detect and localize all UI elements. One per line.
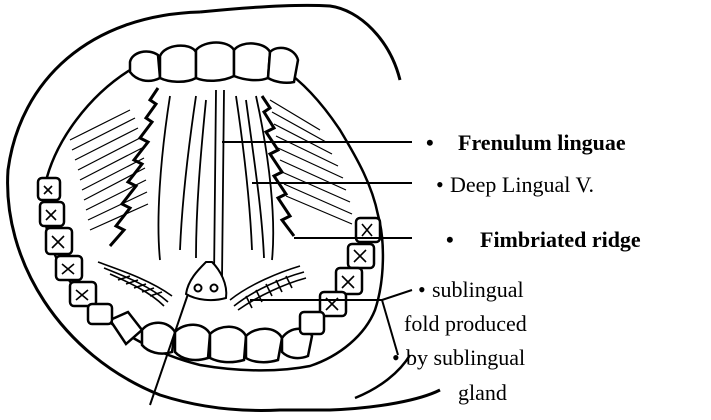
pointer-lines: [150, 142, 412, 405]
upper-tooth: [268, 48, 298, 83]
left-molar: [88, 304, 112, 324]
sublingual-line3: by sublingual: [406, 345, 525, 371]
lower-tooth: [246, 329, 282, 362]
sublingual-bullet: •: [418, 277, 426, 303]
left-molars: [38, 178, 112, 324]
sublingual-line1: sublingual: [432, 277, 524, 303]
sublingual-fold-right: [230, 266, 306, 310]
sublingual-papilla: [186, 262, 226, 300]
deep-lingual-vein-left-2: [196, 100, 206, 258]
sublingual-line4: gland: [458, 380, 507, 406]
deep-lingual-vein-left: [180, 96, 196, 250]
deep-lingual-label: Deep Lingual V.: [450, 172, 594, 198]
frenulum-bullet: •: [426, 130, 434, 156]
tongue-underside-lines: [158, 90, 273, 280]
sublingual-fold-left: [98, 262, 172, 306]
sublingual-line2: fold produced: [404, 311, 527, 337]
right-molar: [300, 312, 324, 334]
right-molars: [300, 218, 380, 334]
upper-tooth: [234, 43, 270, 80]
lower-tooth: [210, 327, 246, 362]
upper-tooth: [196, 43, 234, 81]
upper-tooth: [160, 46, 196, 82]
tongue-edge-left: [158, 96, 170, 260]
right-fimbriated-ridge: [262, 96, 294, 236]
upper-teeth: [130, 43, 298, 83]
fimbriated-label: Fimbriated ridge: [480, 227, 641, 253]
lower-tooth: [175, 325, 210, 360]
frenulum-line: [214, 90, 224, 280]
upper-tooth: [130, 51, 160, 80]
left-fimbriated-ridge: [110, 88, 158, 246]
fimbriated-bullet: •: [446, 227, 454, 253]
outer-lip-lower-right: [355, 355, 410, 398]
deep-lingual-vein-right: [236, 96, 252, 250]
lower-teeth: [110, 312, 312, 362]
deep-lingual-bullet: •: [436, 172, 444, 198]
frenulum-label: Frenulum linguae: [458, 130, 626, 156]
sublingual-bullet-2: •: [392, 345, 400, 371]
